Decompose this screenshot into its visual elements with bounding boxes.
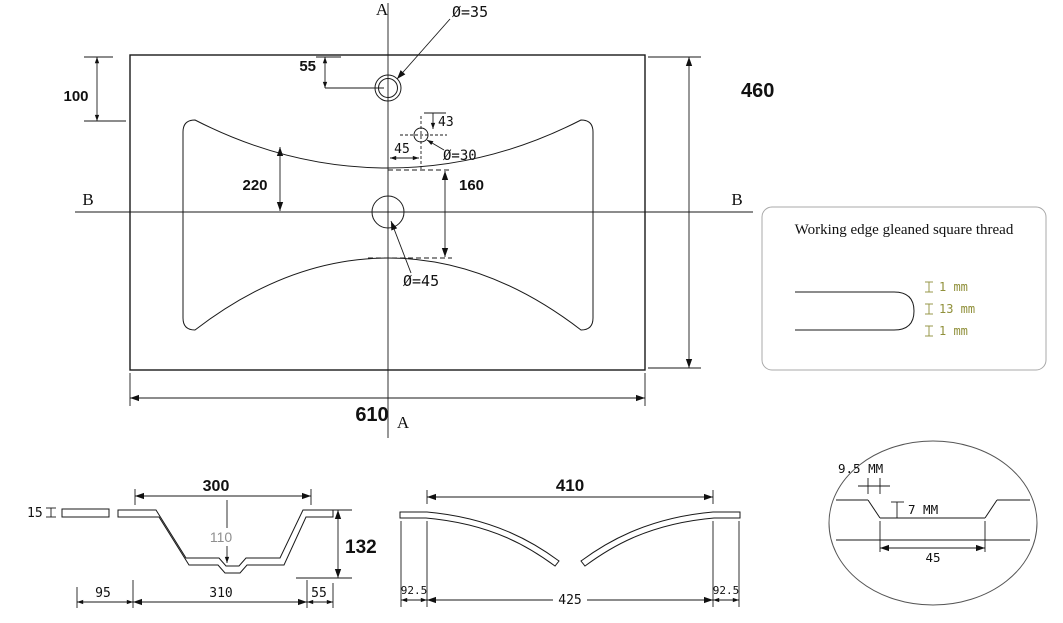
depth-tick bbox=[891, 501, 904, 519]
drain-diameter-label: Ø=45 bbox=[403, 272, 439, 290]
edge-detail-view: 9.5 MM 7 MM 45 bbox=[828, 440, 1038, 606]
faucet-diameter-label: Ø=35 bbox=[452, 3, 488, 21]
bottom-middle-label: 310 bbox=[209, 586, 232, 601]
bottom-middle-label: 425 bbox=[558, 593, 581, 608]
bottom-right-label: 92.5 bbox=[713, 584, 740, 597]
rim-offset-label: 100 bbox=[63, 88, 88, 105]
faucet-leader-line bbox=[396, 18, 451, 80]
notch-top-width-label: 9.5 MM bbox=[838, 461, 883, 476]
thickness-bottom-label: 1 mm bbox=[939, 324, 968, 338]
faucet-offset-label: 55 bbox=[299, 58, 316, 75]
section-b-profile-left bbox=[399, 511, 560, 567]
bottom-right-label: 55 bbox=[311, 586, 327, 601]
plan-view: A A B B Ø=35 55 100 220 160 43 45 Ø=30 bbox=[63, 0, 774, 438]
overflow-diameter-label: Ø=30 bbox=[443, 148, 477, 164]
label-backing bbox=[553, 593, 587, 606]
thickness-tick bbox=[46, 507, 56, 518]
section-b-view: 410 92.5 425 92.5 bbox=[399, 476, 741, 608]
overflow-leader-line bbox=[426, 139, 445, 151]
overflow-hole bbox=[413, 127, 429, 143]
opening-width-label: 410 bbox=[556, 476, 584, 495]
edge-profile bbox=[795, 291, 915, 331]
rim-edge-piece bbox=[61, 508, 110, 518]
section-a-profile bbox=[117, 509, 334, 574]
notch-chamfer-left bbox=[867, 499, 881, 519]
drain-hole bbox=[371, 195, 405, 229]
drain-leader-line bbox=[390, 220, 412, 274]
detail-ellipse bbox=[828, 440, 1038, 606]
overflow-horizontal-label: 45 bbox=[394, 142, 410, 157]
section-label-b-left: B bbox=[82, 190, 93, 209]
notch-chamfer-right bbox=[984, 499, 998, 519]
thickness-ticks bbox=[925, 281, 933, 337]
bowl-depth-label: 110 bbox=[210, 529, 233, 545]
basin-outline bbox=[182, 119, 594, 331]
sink-outer-outline bbox=[129, 54, 646, 371]
rim-thickness-label: 15 bbox=[27, 506, 43, 521]
overall-width-label: 610 bbox=[355, 404, 388, 426]
section-label-a-bottom: A bbox=[397, 413, 410, 432]
thickness-middle-label: 13 mm bbox=[939, 302, 975, 316]
bottom-left-label: 92.5 bbox=[401, 584, 428, 597]
notch-depth-label: 7 MM bbox=[908, 502, 938, 517]
basin-depth-label: 220 bbox=[242, 177, 267, 194]
opening-width-label: 300 bbox=[203, 478, 230, 495]
section-b-profile-right bbox=[580, 511, 741, 567]
section-a-view: 15 300 110 132 95 310 55 bbox=[27, 478, 377, 608]
section-label-a-top: A bbox=[376, 0, 389, 19]
total-height-label: 132 bbox=[345, 537, 377, 558]
overflow-vertical-label: 43 bbox=[438, 115, 454, 130]
note-title: Working edge gleaned square thread bbox=[795, 222, 1014, 238]
section-label-b-right: B bbox=[731, 190, 742, 209]
overall-height-label: 460 bbox=[741, 80, 774, 102]
note-box-outline bbox=[761, 206, 1047, 371]
bottom-left-label: 95 bbox=[95, 586, 111, 601]
thread-note-box: Working edge gleaned square thread 1 mm … bbox=[761, 206, 1047, 371]
drain-offset-label: 160 bbox=[459, 177, 484, 194]
thickness-top-label: 1 mm bbox=[939, 280, 968, 294]
notch-bottom-width-label: 45 bbox=[925, 550, 940, 565]
